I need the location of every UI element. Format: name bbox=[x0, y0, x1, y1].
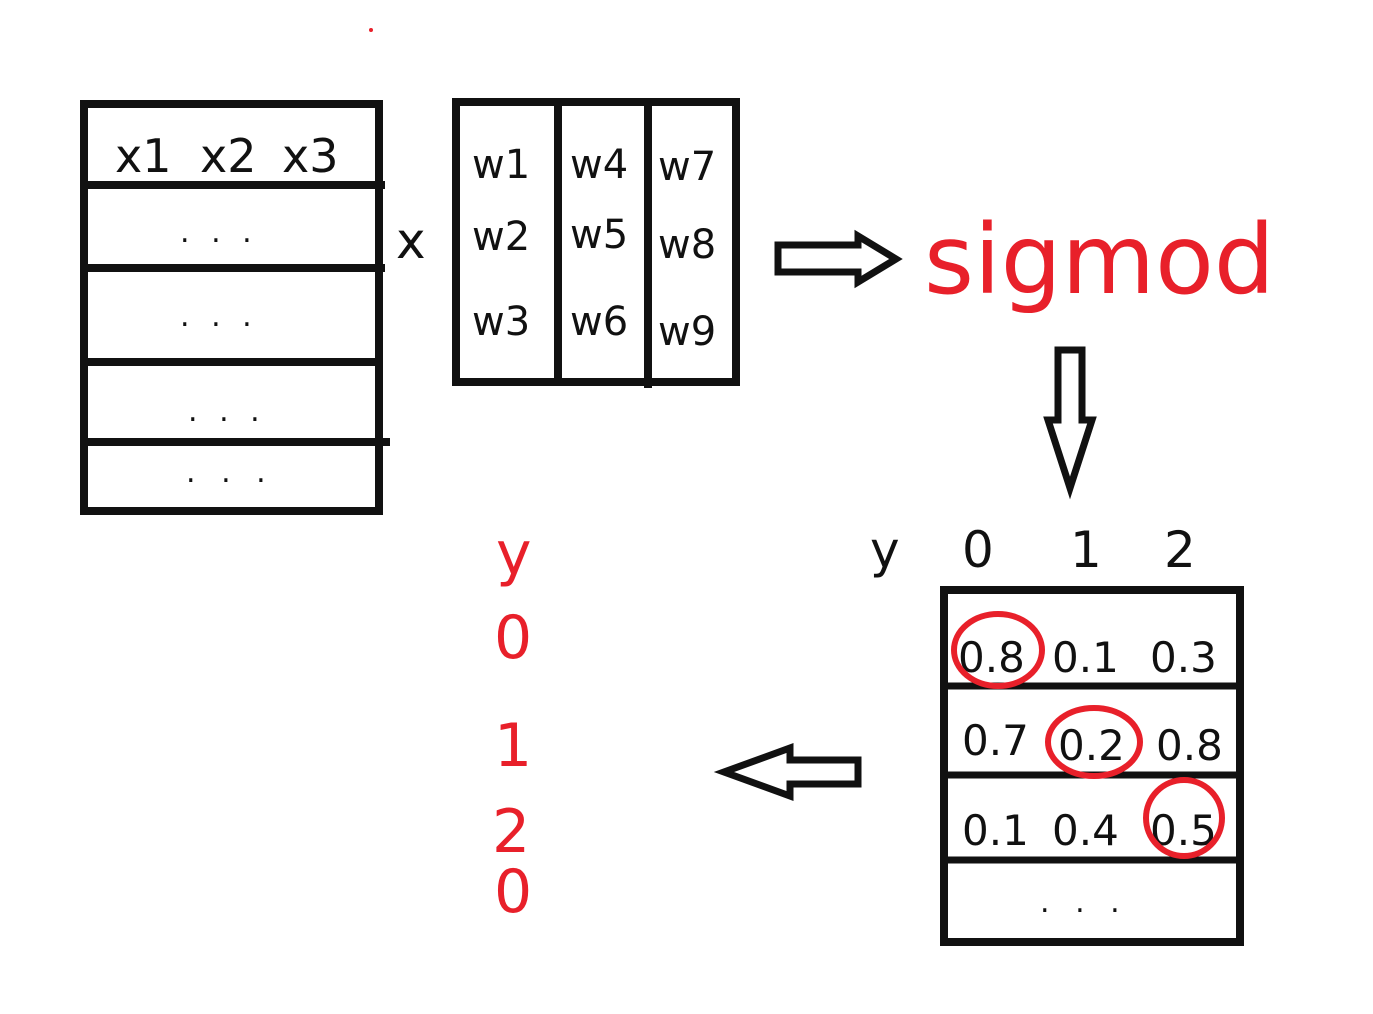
output-header-y: y bbox=[870, 521, 900, 579]
input-header-x1: x1 bbox=[115, 129, 172, 183]
input-matrix-border bbox=[80, 100, 383, 515]
prediction-value: 1 bbox=[494, 711, 532, 781]
weight-w1: w1 bbox=[472, 142, 530, 188]
weight-w9: w9 bbox=[658, 309, 716, 355]
arrow-left-icon bbox=[713, 743, 862, 801]
output-header-2: 2 bbox=[1164, 521, 1196, 579]
weight-w3: w3 bbox=[472, 299, 530, 345]
weight-w6: w6 bbox=[570, 299, 628, 345]
input-row-ellipsis: . . . bbox=[180, 299, 258, 334]
output-cell: 0.2 bbox=[1058, 721, 1125, 770]
output-header-1: 1 bbox=[1070, 521, 1102, 579]
input-matrix: x1 x2 x3 . . . . . . . . . . . . bbox=[80, 100, 390, 515]
function-label: sigmod bbox=[924, 204, 1275, 316]
output-header-0: 0 bbox=[962, 521, 994, 579]
multiply-symbol: x bbox=[396, 212, 426, 270]
output-header: y 0 1 2 bbox=[870, 521, 1196, 579]
input-row-ellipsis: . . . bbox=[188, 394, 266, 429]
weight-w5: w5 bbox=[570, 212, 628, 258]
prediction-value: 0 bbox=[494, 857, 532, 927]
stray-dot bbox=[369, 28, 373, 32]
output-row-ellipsis: . . . bbox=[1040, 885, 1128, 920]
output-cell: 0.3 bbox=[1150, 633, 1217, 682]
max-highlight-circle bbox=[1045, 705, 1143, 779]
weight-w4: w4 bbox=[570, 142, 628, 188]
output-matrix-border bbox=[940, 586, 1244, 946]
output-cell: 0.8 bbox=[1156, 721, 1223, 770]
weight-w8: w8 bbox=[658, 222, 716, 268]
input-row-ellipsis: . . . bbox=[186, 455, 274, 490]
prediction-value: 0 bbox=[494, 603, 532, 673]
output-cell: 0.1 bbox=[1052, 633, 1119, 682]
prediction-value: 2 bbox=[492, 797, 530, 867]
weight-w7: w7 bbox=[658, 144, 716, 190]
predictions-label: y bbox=[496, 519, 532, 589]
arrow-right-icon bbox=[774, 229, 903, 289]
arrow-down-icon bbox=[1043, 346, 1097, 500]
predictions-column: y 0 1 2 0 bbox=[492, 519, 532, 927]
input-header-x2: x2 bbox=[200, 129, 257, 183]
output-cell: 0.7 bbox=[962, 716, 1029, 765]
weight-matrix-border bbox=[452, 98, 740, 386]
max-highlight-circle bbox=[1143, 777, 1225, 859]
input-header-x3: x3 bbox=[282, 129, 339, 183]
weight-matrix: w1 w2 w3 w4 w5 w6 w7 w8 w9 bbox=[452, 98, 740, 388]
max-highlight-circle bbox=[951, 611, 1045, 689]
weight-w2: w2 bbox=[472, 214, 530, 260]
input-row-ellipsis: . . . bbox=[180, 215, 258, 250]
output-cell: 0.1 bbox=[962, 806, 1029, 855]
output-cell: 0.4 bbox=[1052, 806, 1119, 855]
output-matrix: 0.8 0.1 0.3 0.7 0.2 0.8 0.1 0.4 0.5 . . … bbox=[940, 586, 1244, 946]
